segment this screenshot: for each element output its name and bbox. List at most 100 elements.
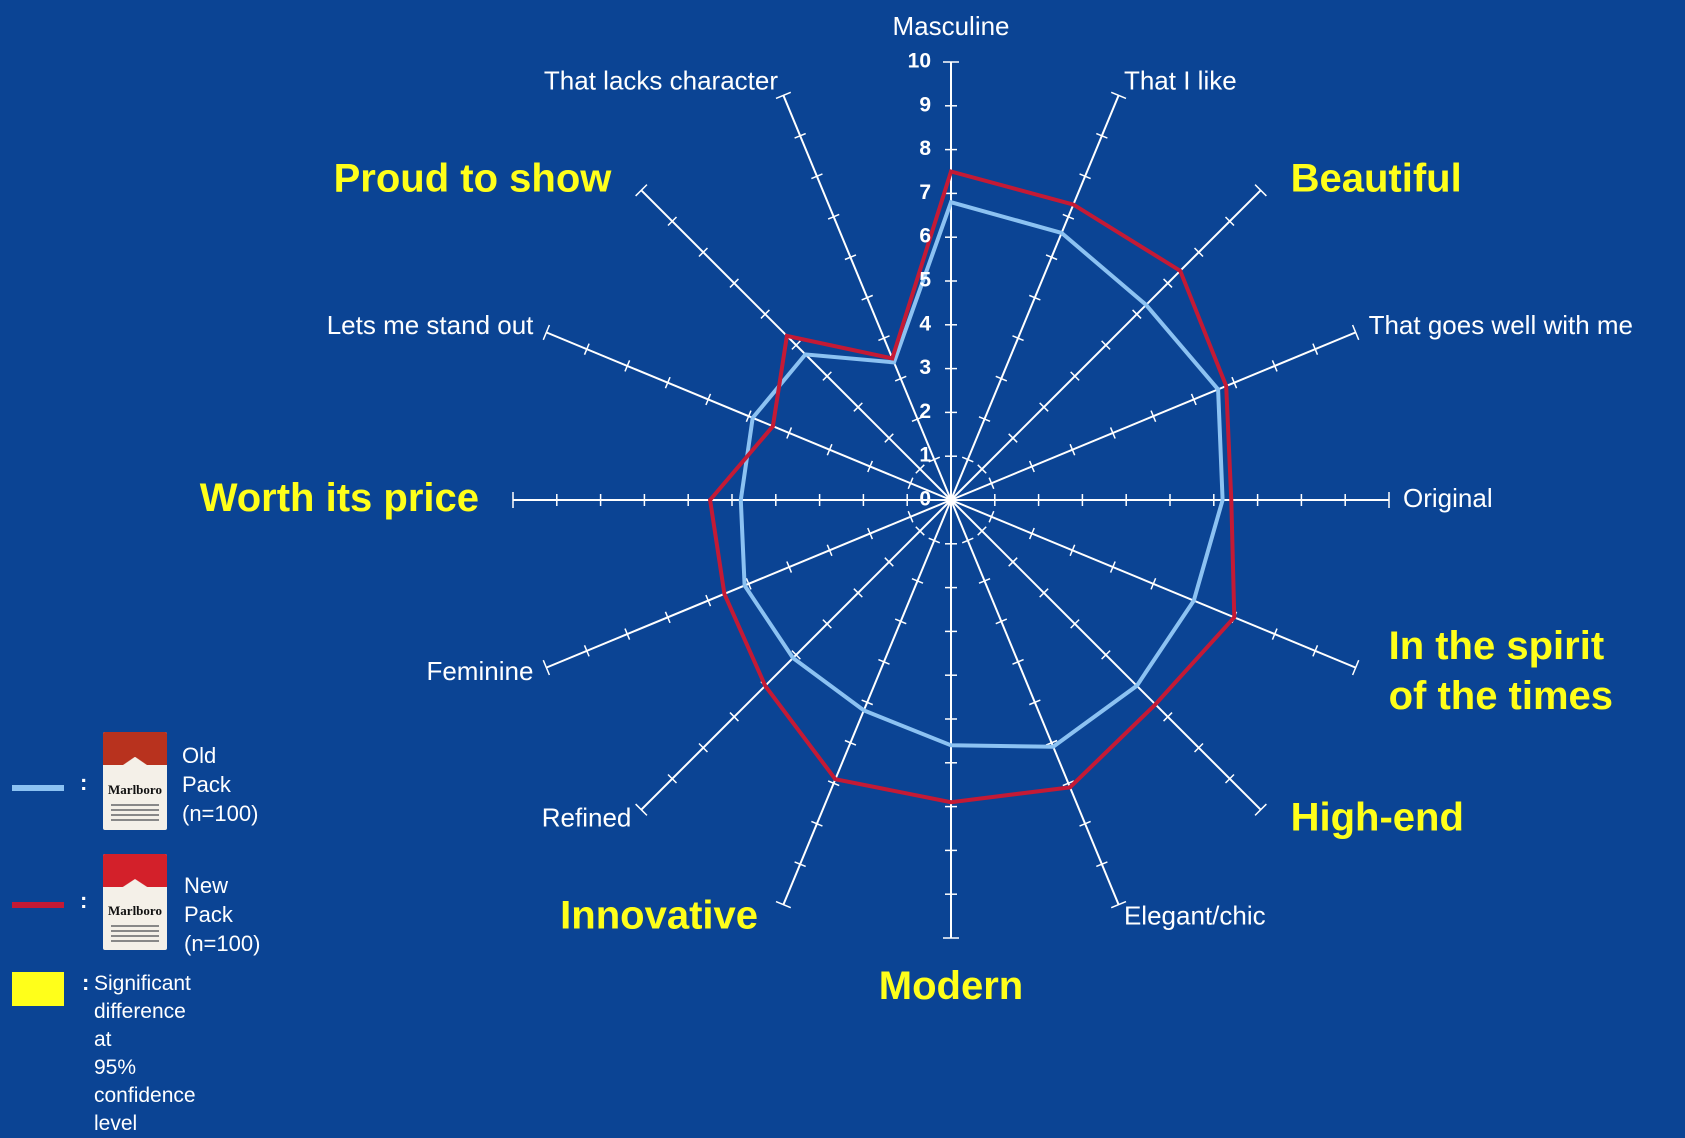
axis-tick <box>1163 712 1173 722</box>
axis-tick <box>786 561 793 573</box>
legend-old-pack-line <box>12 785 64 791</box>
axis-tick <box>1312 645 1319 657</box>
scale-tick-label: 8 <box>919 137 931 160</box>
scale-tick-label: 6 <box>919 225 931 248</box>
axis-tick <box>635 803 648 816</box>
old-pack-chevron <box>103 757 167 780</box>
axis-label: Masculine <box>892 11 1009 41</box>
series-line <box>707 169 1237 805</box>
axis-tick <box>867 460 874 473</box>
axis-tick <box>1012 335 1024 342</box>
legend-significance-label: Significant difference at 95% confidence… <box>94 972 196 1135</box>
axis-tick <box>995 618 1008 625</box>
radar-center <box>947 496 955 504</box>
axis-tick <box>775 900 792 909</box>
axis-tick <box>542 324 551 341</box>
axis-label: Proud to show <box>334 156 613 200</box>
axis-tick <box>583 343 590 355</box>
axis-tick <box>1045 739 1058 746</box>
axis-tick <box>907 510 914 523</box>
axis-tick <box>1110 900 1127 909</box>
axis-tick <box>698 247 709 258</box>
axis-tick <box>791 650 801 660</box>
axis-tick <box>995 375 1008 382</box>
new-pack-image: Marlboro <box>103 854 167 950</box>
axis-tick <box>624 360 631 372</box>
axis-tick <box>844 739 857 746</box>
axis-label: Beautiful <box>1291 156 1462 200</box>
new-pack-chevron <box>103 878 167 901</box>
axis-tick <box>978 416 991 423</box>
axis-tick <box>826 544 833 557</box>
axis-tick <box>894 618 907 625</box>
axis-tick <box>988 477 995 490</box>
axis-tick <box>915 526 925 536</box>
legend-old-pack-colon: : <box>80 770 88 795</box>
axis-tick <box>1110 91 1127 100</box>
axis-tick <box>878 335 890 342</box>
axis-tick <box>1028 699 1041 706</box>
axis-tick <box>794 861 806 868</box>
axis-tick <box>729 278 739 288</box>
scale-tick-label: 7 <box>919 181 931 204</box>
axis-label: Original <box>1403 483 1493 513</box>
axis-tick <box>911 416 924 423</box>
axis-tick <box>1109 427 1116 439</box>
axis-tick <box>1101 340 1111 350</box>
axis-tick <box>1070 619 1080 629</box>
axis-tick <box>794 132 806 139</box>
axis-tick <box>1254 803 1267 816</box>
axis-tick <box>1096 132 1108 139</box>
radar-series <box>707 169 1237 805</box>
radar-axes <box>512 61 1390 939</box>
axis-tick <box>1132 309 1142 319</box>
axis-label: Refined <box>542 802 632 832</box>
axis-tick <box>667 773 678 784</box>
axis-tick <box>811 173 823 180</box>
axis-tick <box>977 526 987 536</box>
axis-label: That I like <box>1124 65 1237 95</box>
axis-tick <box>928 537 941 544</box>
axis-tick <box>844 254 857 261</box>
axis-label: That lacks character <box>544 65 778 95</box>
axis-tick <box>1351 324 1360 341</box>
axis-tick <box>667 216 678 227</box>
axis-label: Modern <box>879 964 1023 1008</box>
axis-tick <box>775 91 792 100</box>
axis-label: Elegant/chic <box>1124 900 1266 930</box>
scale-tick-label: 3 <box>919 356 931 379</box>
axis-tick <box>884 557 894 567</box>
axis-tick <box>786 427 793 439</box>
axis-label: Lets me stand out <box>327 310 534 340</box>
axis-tick <box>1039 588 1049 598</box>
axis-label: That goes well with me <box>1369 310 1633 340</box>
axis-tick <box>822 619 832 629</box>
axis-tick <box>1231 376 1238 389</box>
axis-tick <box>1193 742 1204 753</box>
axis-tick <box>664 611 671 624</box>
axis-tick <box>1312 343 1319 355</box>
new-pack-brand: Marlboro <box>108 902 162 918</box>
axis-tick <box>961 537 974 544</box>
axis-tick <box>961 456 974 463</box>
axis-tick <box>907 477 914 490</box>
axis-tick <box>1008 557 1018 567</box>
axis-tick <box>1062 780 1075 787</box>
axis-tick <box>878 658 890 665</box>
axis-tick <box>1028 527 1035 540</box>
axis-tick <box>988 510 995 523</box>
scale-tick-label: 5 <box>919 269 931 292</box>
axis-tick <box>1254 184 1267 197</box>
axis-tick <box>1150 577 1157 590</box>
axis-tick <box>1224 773 1235 784</box>
axis-tick <box>1150 410 1157 423</box>
scale-tick-label: 10 <box>908 50 931 73</box>
axis-tick <box>826 443 833 456</box>
legend-new-pack-label: New Pack (n=100) <box>184 873 261 956</box>
axis-tick <box>1070 371 1080 381</box>
axis-tick <box>1079 820 1091 827</box>
scale-tick-label: 4 <box>919 312 931 335</box>
legend-new-pack-line <box>12 902 64 908</box>
axis-tick <box>745 577 752 590</box>
